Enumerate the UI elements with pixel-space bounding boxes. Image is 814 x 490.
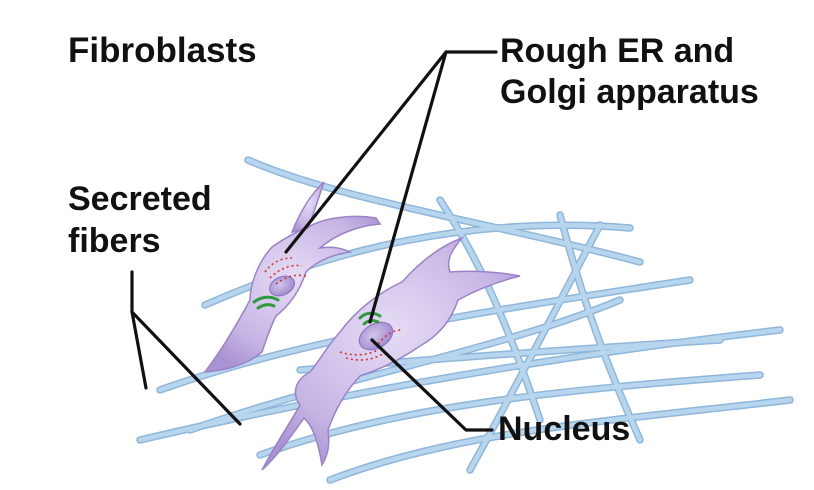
- leader-line-nucleus: [370, 338, 494, 432]
- label-secreted-line1: Secreted: [68, 180, 212, 218]
- rough-er-lower: [339, 329, 403, 361]
- fibroblast-cell-upper: [203, 181, 382, 373]
- fiber-outline-group: [136, 156, 794, 484]
- label-rough-er-line1: Rough ER and: [500, 32, 735, 70]
- label-rough-er-line2: Golgi apparatus: [500, 73, 759, 111]
- leader-line-rough-er-lower: [368, 50, 448, 324]
- rough-er-upper: [264, 257, 307, 285]
- golgi-upper: [252, 295, 280, 310]
- leader-lines: [130, 50, 498, 432]
- secreted-fibers: [136, 156, 794, 484]
- label-nucleus: Nucleus: [498, 410, 631, 448]
- fiber-fill-group: [137, 157, 793, 483]
- leader-line-secreted-fibers: [130, 270, 148, 390]
- leader-line-secreted-fibers-2: [130, 310, 242, 426]
- fibroblast-cell-lower: [261, 236, 521, 471]
- diagram-title: Fibroblasts: [68, 31, 257, 70]
- label-secreted-line2: fibers: [68, 222, 161, 260]
